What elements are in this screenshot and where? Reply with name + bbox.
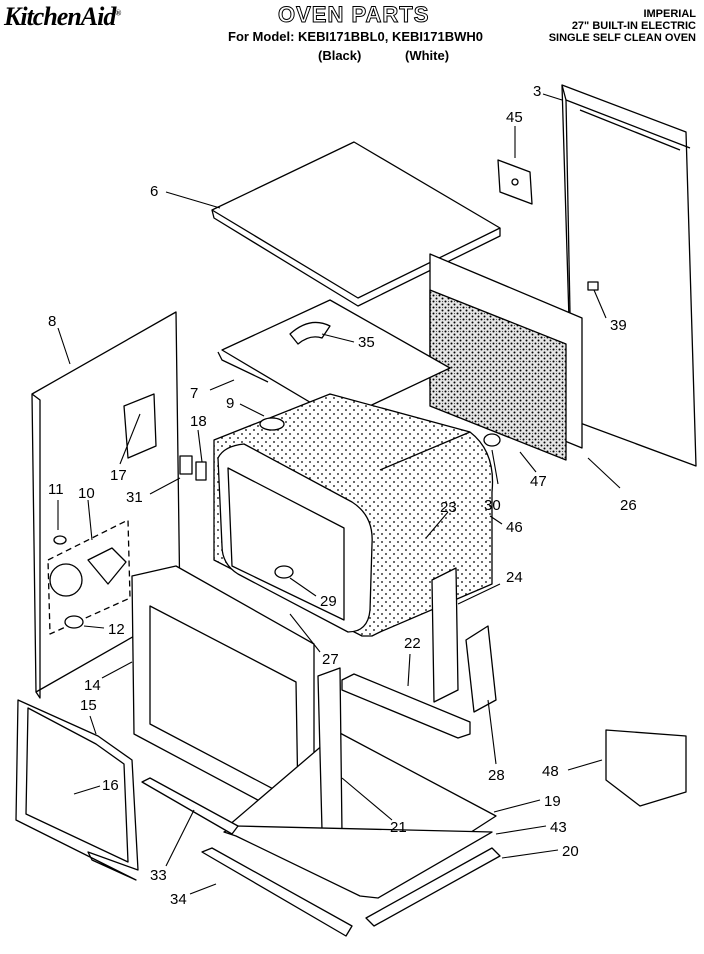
part-11-grommet [53, 535, 67, 545]
callout-23: 23 [440, 499, 457, 516]
variant-white: (White) [405, 48, 450, 63]
callout-22: 22 [404, 635, 421, 652]
part-6-top-panel [211, 141, 501, 307]
product-line-1: 27" BUILT-IN ELECTRIC [571, 20, 696, 32]
callout-29: 29 [320, 593, 337, 610]
callout-7: 7 [190, 385, 198, 402]
callout-20: 20 [562, 843, 579, 860]
part-35-duct [289, 321, 331, 345]
callout-33: 33 [150, 867, 167, 884]
callout-15: 15 [80, 697, 97, 714]
part-20-strip [365, 847, 501, 927]
variant-black: (Black) [318, 48, 362, 63]
callout-34: 34 [170, 891, 187, 908]
part-9-vent [259, 417, 285, 431]
part-12-bulb [64, 615, 84, 629]
part-3-side-panel [561, 84, 697, 467]
callout-31: 31 [126, 489, 143, 506]
callout-24: 24 [506, 569, 523, 586]
callout-18: 18 [190, 413, 207, 430]
callout-39: 39 [610, 317, 627, 334]
callout-45: 45 [506, 109, 523, 126]
callout-28: 28 [488, 767, 505, 784]
leader-lines [57, 93, 621, 895]
callout-3: 3 [533, 83, 541, 100]
part-18-switch [195, 461, 207, 481]
part-39-clip [587, 281, 599, 291]
callout-47: 47 [530, 473, 547, 490]
callout-21: 21 [390, 819, 407, 836]
part-34-grille [201, 847, 353, 937]
part-15-gasket [15, 699, 139, 881]
callout-16: 16 [102, 777, 119, 794]
callout-17: 17 [110, 467, 127, 484]
callout-46: 46 [506, 519, 523, 536]
part-28-hinge [465, 625, 497, 713]
model-line: For Model: KEBI171BBL0, KEBI171BWH0 [228, 29, 483, 44]
page-title: OVEN PARTS [277, 2, 430, 28]
callout-43: 43 [550, 819, 567, 836]
series-label: IMPERIAL [643, 8, 696, 20]
trademark-mark: ® [115, 8, 121, 18]
part-14-front-frame [131, 565, 315, 831]
part-30-part [483, 433, 501, 447]
callout-labels: 3 45 6 8 39 35 7 9 18 17 31 11 10 23 46 … [48, 83, 637, 908]
part-21-brace [317, 667, 343, 835]
callout-27: 27 [322, 651, 339, 668]
callout-10: 10 [78, 485, 95, 502]
callout-30: 30 [484, 497, 501, 514]
upper-chassis-plate [217, 299, 451, 421]
part-45-bracket [497, 159, 533, 205]
part-48-cover [605, 729, 687, 807]
callout-12: 12 [108, 621, 125, 638]
part-22-rail [341, 673, 471, 739]
brand-name: KitchenAid [4, 2, 116, 31]
callout-11: 11 [48, 481, 64, 498]
callout-19: 19 [544, 793, 561, 810]
part-33-vent [141, 777, 239, 835]
callout-14: 14 [84, 677, 101, 694]
callout-26: 26 [620, 497, 637, 514]
part-31-switch [179, 455, 193, 475]
callout-35: 35 [358, 334, 375, 351]
brand-logo: KitchenAid® [4, 2, 121, 32]
part-17-bracket [123, 393, 157, 459]
callout-6: 6 [150, 183, 158, 200]
part-24-hinge [431, 567, 459, 703]
callout-9: 9 [226, 395, 234, 412]
callout-8: 8 [48, 313, 56, 330]
part-10-switch-assembly [47, 519, 131, 635]
product-line-2: SINGLE SELF CLEAN OVEN [548, 32, 696, 44]
callout-48: 48 [542, 763, 559, 780]
part-29-light [274, 565, 294, 579]
